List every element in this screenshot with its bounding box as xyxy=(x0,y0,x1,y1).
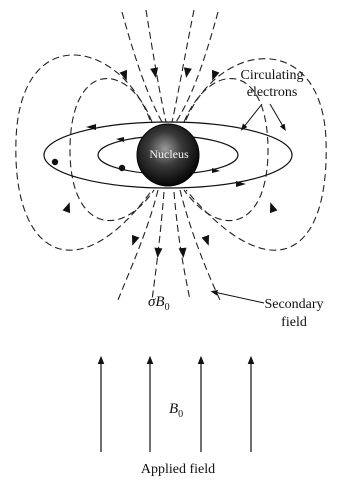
field-line-top-1 xyxy=(122,12,162,122)
subscript-zero: 0 xyxy=(165,302,170,313)
circulating-label-line2: electrons xyxy=(247,85,298,100)
circulating-label-line1: Circulating xyxy=(241,68,304,83)
electron-dot xyxy=(119,165,125,171)
b0-label: B0 xyxy=(169,401,183,420)
field-loop-outer-left xyxy=(16,55,152,250)
secondary-label-line2: field xyxy=(281,315,307,330)
sigma-b0-label: σB0 xyxy=(148,294,170,313)
field-line-top-3 xyxy=(172,10,194,122)
nucleus: Nucleus xyxy=(137,124,199,186)
field-line-bottom-3 xyxy=(174,192,190,300)
field-line-bottom-2 xyxy=(152,192,164,300)
field-line-bottom-1 xyxy=(118,190,158,300)
b0-symbol: B xyxy=(169,401,178,417)
secondary-field-annotation: Secondary field xyxy=(214,292,324,330)
field-line-top-2 xyxy=(146,10,166,122)
field-line-top-4 xyxy=(176,12,218,122)
secondary-label-line1: Secondary xyxy=(264,297,323,312)
nucleus-label: Nucleus xyxy=(149,147,189,161)
electron-dot xyxy=(52,159,58,165)
b-symbol: B xyxy=(155,294,164,310)
svg-text:σB0: σB0 xyxy=(148,294,170,313)
circulating-electrons-annotation: Circulating electrons xyxy=(241,68,304,128)
applied-field-label: Applied field xyxy=(141,462,215,477)
b0-subscript: 0 xyxy=(178,409,183,420)
